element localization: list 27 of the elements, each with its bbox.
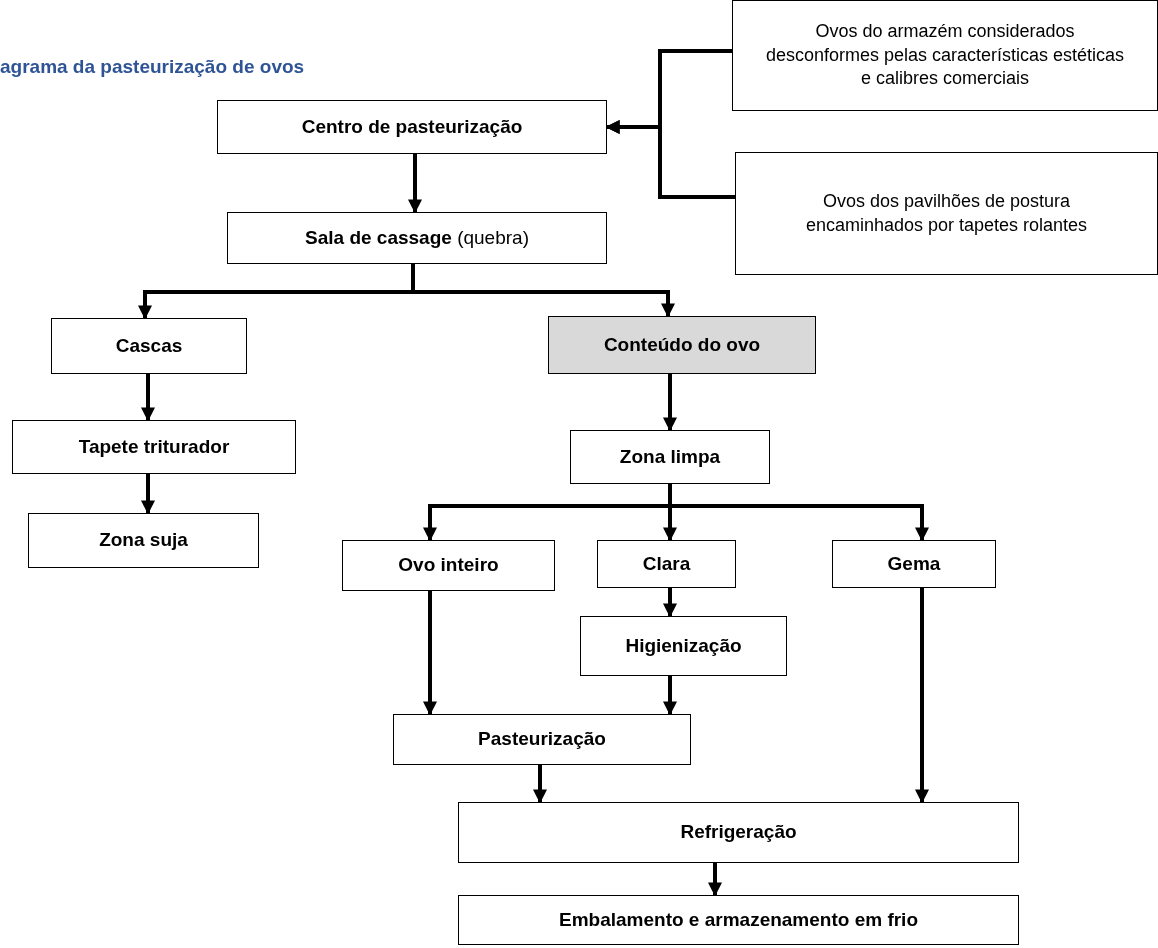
process-box: Clara: [597, 540, 736, 588]
arrow: [408, 154, 422, 214]
process-box: Ovos dos pavilhões de postura encaminhados por tapetes rolantes: [735, 152, 1158, 275]
process-box: Sala de cassage (quebra): [227, 212, 607, 264]
arrow: [423, 591, 437, 716]
arrow: [533, 765, 547, 804]
process-box: Higienização: [580, 616, 787, 676]
arrow: [663, 676, 677, 716]
process-box: Embalamento e armazenamento em frio: [458, 895, 1019, 945]
arrow: [663, 588, 677, 618]
process-box: Ovo inteiro: [342, 540, 555, 591]
process-box: Ovos do armazém considerados desconformes pelas características estéticas e calibres comerciais: [732, 0, 1158, 111]
diagram-title: agrama da pasteurização de ovos: [0, 56, 305, 78]
process-box: Tapete triturador: [12, 420, 296, 474]
arrow: [708, 863, 722, 897]
process-box: Centro de pasteurização: [217, 100, 607, 154]
process-box: Gema: [832, 540, 996, 588]
process-box: Conteúdo do ovo: [548, 316, 816, 374]
process-box: Cascas: [51, 318, 247, 374]
arrow: [663, 374, 677, 432]
process-box: Pasteurização: [393, 714, 691, 765]
process-box: Refrigeração: [458, 802, 1019, 863]
arrow: [141, 474, 155, 515]
process-box: Zona suja: [28, 513, 259, 568]
process-box: Zona limpa: [570, 430, 770, 484]
arrow: [915, 588, 929, 804]
arrow: [141, 374, 155, 422]
